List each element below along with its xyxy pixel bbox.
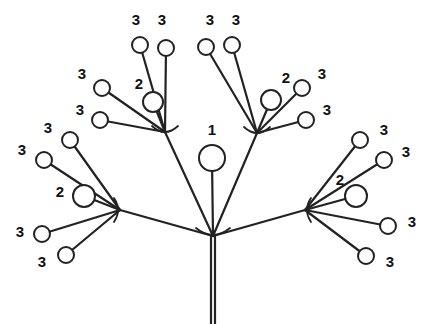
callout-number: 3 [206, 12, 214, 28]
callout-number: 3 [38, 254, 46, 270]
bracts [114, 126, 311, 235]
callout-number: 3 [402, 144, 410, 160]
callout-number: 3 [232, 12, 240, 28]
callout-number: 3 [158, 12, 166, 28]
callout-number: 3 [132, 12, 140, 28]
stalks [42, 45, 388, 324]
callout-number: 3 [18, 142, 26, 158]
callout-number: 3 [44, 120, 52, 136]
callout-number: 2 [56, 184, 64, 200]
callout-number: 2 [282, 70, 290, 86]
callout-number: 3 [386, 254, 394, 270]
callout-number: 3 [318, 66, 326, 82]
callout-number: 3 [323, 102, 331, 118]
callout-number: 1 [208, 122, 216, 138]
callout-number: 3 [76, 102, 84, 118]
flowers [34, 37, 396, 264]
callout-number: 3 [380, 122, 388, 138]
callout-number: 3 [78, 66, 86, 82]
callout-number: 2 [135, 76, 143, 92]
callout-number: 3 [16, 224, 24, 240]
callout-number: 2 [336, 172, 344, 188]
callout-number: 3 [408, 214, 416, 230]
